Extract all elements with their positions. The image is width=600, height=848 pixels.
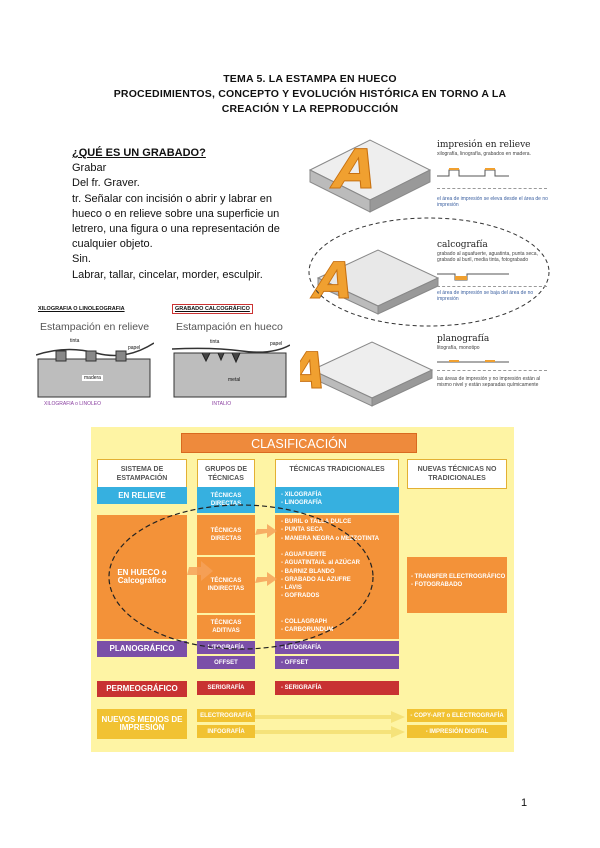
intaglio-figure-title: Estampación en hueco: [176, 321, 283, 333]
techniques-intaglio-indirect-list: - AGUAFUERTE - AGUATINTA/A. al AZÚCAR - …: [281, 551, 360, 601]
technique-item: - AGUAFUERTE: [281, 552, 327, 558]
technique-item: - XILOGRAFÍA: [281, 492, 322, 498]
technique-item: - GOFRADOS: [281, 593, 320, 600]
technique-lithography: - LITOGRAFÍA: [275, 641, 399, 654]
planographic-label: planografía: [437, 334, 490, 344]
new-technique-copyart: - COPY-ART o ELECTROGRAFÍA: [407, 709, 507, 722]
new-technique-digital: - IMPRESIÓN DIGITAL: [407, 725, 507, 738]
group-serigraphy: SERIGRAFÍA: [197, 681, 255, 695]
intaglio-figure-foot: INTALIO: [212, 401, 232, 407]
classification-chart: CLASIFICACIÓN SISTEMA DE ESTAMPACIÓN GRU…: [91, 427, 514, 752]
techniques-intaglio-additive-list: - COLLAGRAPH - CARBORUNDUM: [281, 618, 333, 635]
technique-item: - PUNTA SECA: [281, 527, 323, 534]
technique-item: - COLLAGRAPH: [281, 619, 327, 625]
definition-line: cualquier objeto.: [72, 238, 153, 251]
intaglio-paper-label: papel: [270, 341, 283, 347]
technique-item: - LINOGRAFÍA: [281, 500, 322, 507]
technique-item: - AGUATINTA/A. al AZÚCAR: [281, 560, 360, 567]
definition-question: ¿QUÉ ES UN GRABADO?: [72, 147, 206, 159]
definition-line: letrero, una figura o una representación…: [72, 223, 280, 236]
relief-note: el área de impresión se eleva desde el á…: [437, 196, 548, 208]
system-new-media: NUEVOS MEDIOS DE IMPRESIÓN: [97, 709, 187, 739]
technique-item: - TRANSFER ELECTROGRÁFICO: [411, 574, 506, 580]
group-electrography: ELECTROGRAFÍA: [197, 709, 255, 722]
highlight-ellipse: [308, 217, 550, 327]
relief-label: impresión en relieve: [437, 140, 531, 150]
relief-matrix-label: madera: [82, 375, 103, 381]
intaglio-figure-caption: GRABADO CALCOGRÁFICO: [172, 304, 253, 314]
group-offset: OFFSET: [197, 656, 255, 669]
group-intaglio-additive: TÉCNICAS ADITIVAS: [197, 615, 255, 639]
divider: [437, 188, 547, 189]
title-line-2: PROCEDIMIENTOS, CONCEPTO Y EVOLUCIÓN HIS…: [113, 88, 507, 100]
definition-block: ¿QUÉ ES UN GRABADO? Grabar Del fr. Grave…: [72, 146, 292, 283]
technique-item: - MANERA NEGRA o MEZZOTINTA: [281, 535, 380, 542]
group-intaglio-direct: TÉCNICAS DIRECTAS: [197, 515, 255, 555]
technique-item: - LAVIS: [281, 585, 302, 592]
title-line-3: CREACIÓN Y LA REPRODUCCIÓN: [221, 103, 399, 115]
printing-plates-illustration: A A A: [300, 137, 440, 407]
technique-item: - BURIL o TALLA DULCE: [281, 519, 352, 525]
intaglio-diagram: [172, 344, 290, 398]
definition-line: Del fr. Graver.: [72, 177, 140, 190]
document-title: TEMA 5. LA ESTAMPA EN HUECO PROCEDIMIENT…: [60, 72, 560, 117]
relief-paper-label: papel: [128, 345, 141, 351]
relief-sub: xilografía, linografía, grabados en made…: [437, 151, 531, 157]
system-intaglio: EN HUECO o Calcográfico: [97, 515, 187, 639]
technique-item: - FOTOGRABADO: [411, 582, 463, 589]
technique-item: - BARNIZ BLANDO: [281, 568, 335, 575]
relief-profile: [437, 168, 509, 177]
intaglio-label: calcografía: [437, 240, 488, 250]
group-lithography: LITOGRAFÍA: [197, 641, 255, 654]
technique-item: - CARBORUNDUM: [281, 627, 334, 634]
definition-line: hueco o en relieve sobre una superficie …: [72, 207, 280, 220]
classification-title: CLASIFICACIÓN: [181, 433, 417, 453]
intaglio-figure: GRABADO CALCOGRÁFICO Estampación en huec…: [172, 297, 290, 412]
technique-offset: - OFFSET: [275, 656, 399, 669]
col-header-groups: GRUPOS DE TÉCNICAS: [197, 459, 255, 489]
techniques-relief-list: - XILOGRAFÍA - LINOGRAFÍA: [281, 491, 322, 508]
system-permeographic: PERMEOGRÁFICO: [97, 681, 187, 697]
relief-figure: XILOGRAFIA O LINOLEOGRAFIA Estampación e…: [36, 297, 154, 412]
divider: [437, 370, 547, 371]
page-number: 1: [521, 797, 528, 809]
divider: [437, 286, 547, 287]
system-relief: EN RELIEVE: [97, 487, 187, 504]
planographic-profile: [437, 360, 509, 363]
definition-line: Labrar, tallar, cincelar, morder, esculp…: [72, 268, 263, 281]
group-relief-direct: TÉCNICAS DIRECTAS: [197, 487, 255, 513]
classification-arrows: [108, 504, 405, 738]
planographic-note: las áreas de impresión y no impresión es…: [437, 376, 541, 388]
group-infography: INFOGRAFÍA: [197, 725, 255, 738]
relief-ink-label: tinta: [70, 338, 80, 344]
intaglio-ink-label: tinta: [210, 339, 220, 345]
intaglio-profile: [437, 273, 509, 281]
intaglio-note: el área de impresión se baja del área de…: [437, 290, 534, 302]
technique-serigraphy: - SERIGRAFÍA: [275, 681, 399, 695]
intaglio-matrix-label: metal: [228, 377, 241, 383]
definition-line: Grabar: [72, 162, 107, 175]
techniques-intaglio-direct-list: - BURIL o TALLA DULCE - PUNTA SECA - MAN…: [281, 518, 379, 543]
definition-line: Sin.: [72, 253, 91, 266]
system-planographic: PLANOGRÁFICO: [97, 641, 187, 657]
new-techniques-intaglio-list: - TRANSFER ELECTROGRÁFICO - FOTOGRABADO: [411, 573, 505, 590]
definition-line: tr. Señalar con incisión o abrir y labra…: [72, 192, 272, 205]
title-line-1: TEMA 5. LA ESTAMPA EN HUECO: [223, 73, 397, 85]
planographic-sub: litografía, monotipo: [437, 345, 480, 351]
relief-figure-title: Estampación en relieve: [40, 321, 150, 333]
col-header-new: NUEVAS TÉCNICAS NO TRADICIONALES: [407, 459, 507, 489]
relief-figure-caption: XILOGRAFIA O LINOLEOGRAFIA: [38, 306, 125, 312]
technique-item: - GRABADO AL AZUFRE: [281, 576, 351, 583]
new-techniques-intaglio: [407, 557, 507, 613]
col-header-traditional: TÉCNICAS TRADICIONALES: [275, 459, 399, 489]
col-header-system: SISTEMA DE ESTAMPACIÓN: [97, 459, 187, 489]
techniques-intaglio: [275, 515, 399, 639]
intaglio-sub: grabado al aguafuerte, aguatinta, punta …: [437, 251, 538, 263]
relief-figure-foot: XILOGRAFIA o LINOLEO: [44, 401, 101, 407]
techniques-relief: [275, 487, 399, 513]
